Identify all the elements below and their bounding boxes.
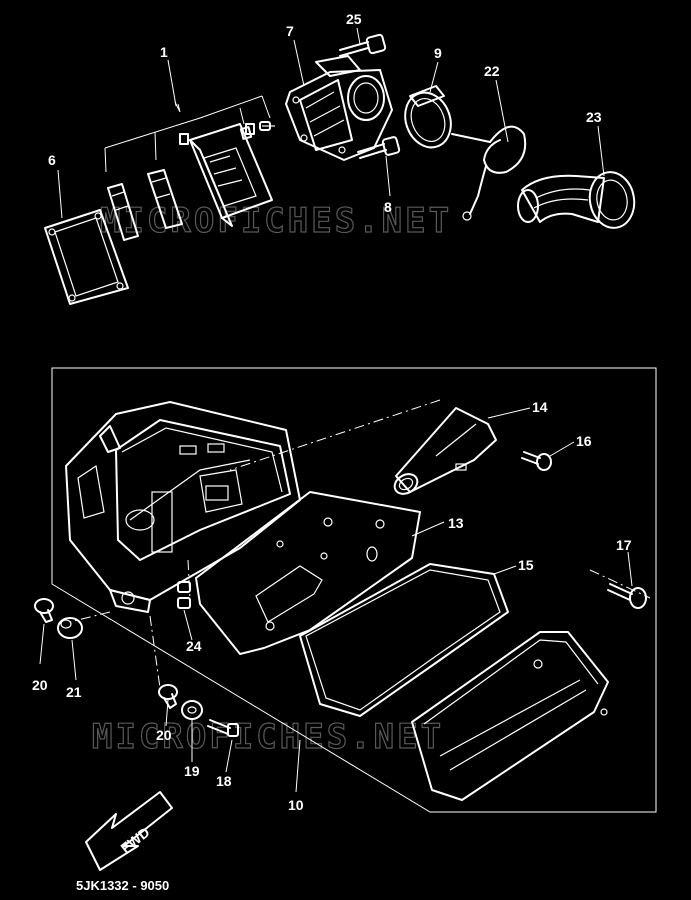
wire-clip-part-22 [451,125,527,221]
callout-bracket-1 [104,95,271,173]
callout-20-left: 20 [32,677,48,693]
callout-20-bottom: 20 [156,727,172,743]
filter-cover [411,631,609,801]
callout-24: 24 [186,638,202,654]
assembly-frame-10 [51,367,657,813]
seal-part-15 [299,563,509,717]
callout-13: 13 [448,515,464,531]
washer-part-19 [181,700,203,720]
callout-23: 23 [586,109,602,125]
screw-small [259,121,275,131]
callout-8: 8 [384,199,392,215]
diagram-code: 5JK1332 - 9050 [76,878,169,893]
callout-15: 15 [518,557,534,573]
callout-17: 17 [616,537,632,553]
leader-lines [39,27,633,793]
callout-1: 1 [160,44,168,60]
rubber-part-24 [177,581,191,609]
tube-part-14 [393,407,497,495]
callout-14: 14 [532,399,548,415]
reed-petals [107,169,183,241]
bolt-part-20-bottom [158,684,178,709]
clamp-part-9 [404,85,452,149]
callout-labels: 1 6 7 25 9 22 23 8 14 16 13 15 17 20 21 … [32,11,632,813]
guide-lines [69,399,651,689]
callout-9: 9 [434,45,442,61]
callout-16: 16 [576,433,592,449]
fwd-direction-arrow: FWD [85,791,173,871]
bolt-part-20-left [34,598,54,623]
callout-6: 6 [48,152,56,168]
callout-10: 10 [288,797,304,813]
bolt-part-8 [357,136,401,159]
elbow-hose-part-23 [517,171,636,229]
gasket-part-6 [44,209,129,305]
callout-7: 7 [286,23,294,39]
plate-part-13 [195,491,421,655]
screw-part-17 [607,583,647,609]
air-box-case [65,401,301,613]
screw-part-16 [521,451,552,471]
callout-18: 18 [216,773,232,789]
intake-manifold-part-7 [285,55,393,161]
bolt-part-25 [339,33,387,57]
callout-25: 25 [346,11,362,27]
callout-19: 19 [184,763,200,779]
callout-21: 21 [66,684,82,700]
watermark-top: MICROFICHES.NET [100,201,452,241]
callout-22: 22 [484,63,500,79]
bolt-part-18 [207,719,239,737]
reed-valve-part-1 [179,123,273,227]
grommet-part-21 [57,617,83,639]
watermark-bottom: MICROFICHES.NET [92,717,444,757]
